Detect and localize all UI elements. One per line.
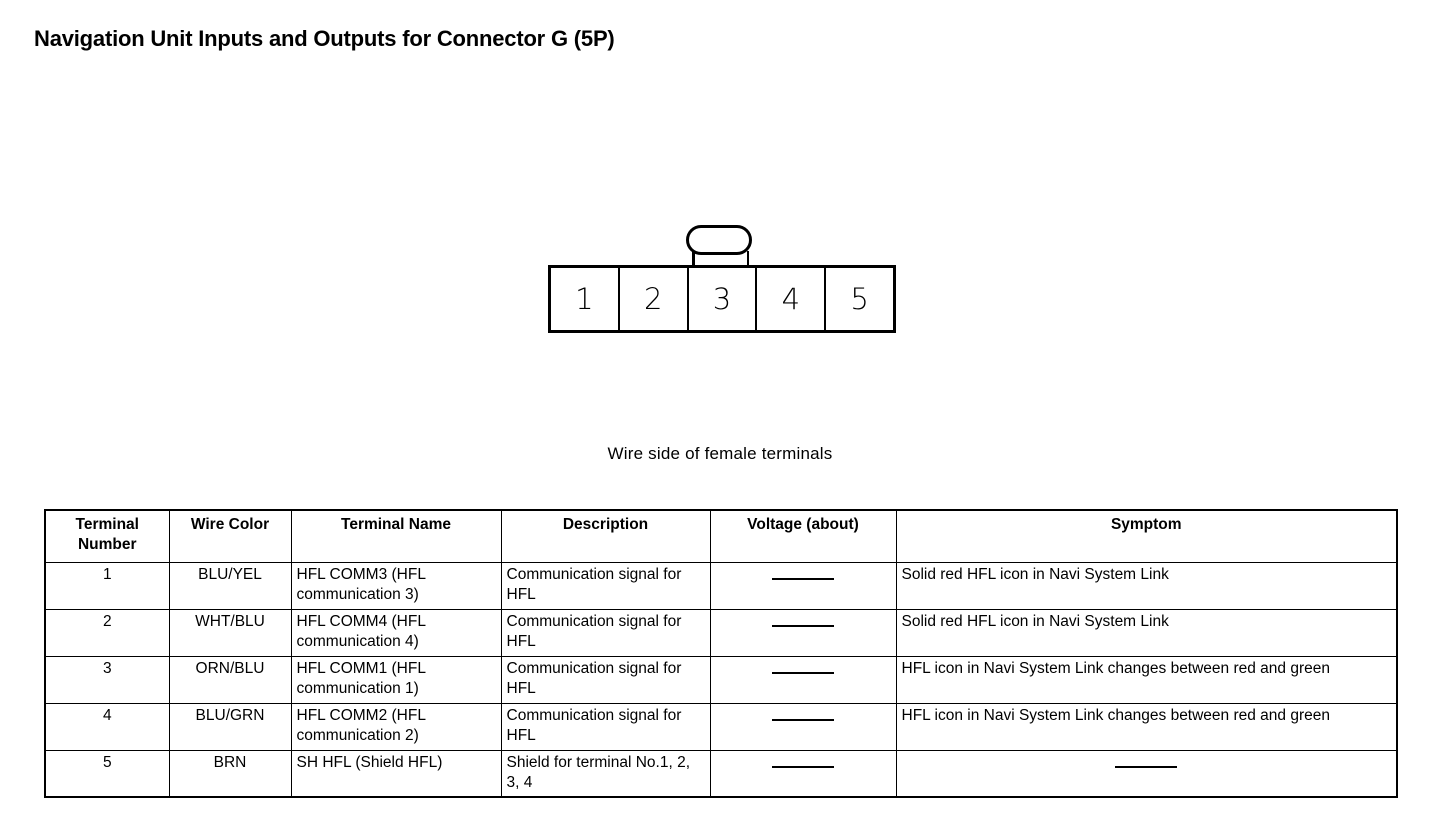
cell-description: Shield for terminal No.1, 2, 3, 4 [500, 749, 711, 798]
cell-voltage [709, 561, 897, 610]
connector-terminal-2: 2 [620, 268, 689, 330]
dash-icon [772, 577, 834, 580]
cell-description: Communication signal for HFL [500, 702, 711, 751]
cell-symptom: Solid red HFL icon in Navi System Link [895, 561, 1398, 610]
connector-body: 1 2 3 4 5 [548, 265, 896, 333]
connector-terminal-3: 3 [689, 268, 758, 330]
column-header-symptom: Symptom [895, 509, 1398, 563]
column-header-description: Description [500, 509, 711, 563]
pinout-table: Terminal Number Wire Color Terminal Name… [44, 509, 1398, 798]
cell-wire-color: WHT/BLU [168, 608, 292, 657]
cell-description: Communication signal for HFL [500, 655, 711, 704]
table-row: 3 ORN/BLU HFL COMM1 (HFL communication 1… [44, 655, 1398, 704]
cell-terminal-number: 4 [44, 702, 170, 751]
cell-voltage [709, 702, 897, 751]
header-line-2: Number [77, 536, 137, 554]
cell-terminal-name: HFL COMM2 (HFL communication 2) [290, 702, 502, 751]
cell-terminal-number: 1 [44, 561, 170, 610]
latch-stem-right-icon [746, 251, 749, 269]
column-header-wire-color: Wire Color [168, 509, 292, 563]
connector-terminal-5: 5 [850, 281, 869, 316]
connector-latch-tab-icon [686, 225, 752, 255]
cell-voltage [709, 608, 897, 657]
cell-terminal-number: 3 [44, 655, 170, 704]
page-title: Navigation Unit Inputs and Outputs for C… [34, 26, 615, 51]
column-header-terminal-name: Terminal Name [290, 509, 502, 563]
latch-stem-left-icon [692, 251, 695, 269]
column-header-voltage: Voltage (about) [709, 509, 897, 563]
cell-terminal-name: HFL COMM3 (HFL communication 3) [290, 561, 502, 610]
connector-diagram: 1 2 3 4 5 [546, 225, 898, 337]
cell-terminal-name: SH HFL (Shield HFL) [290, 749, 502, 798]
cell-description: Communication signal for HFL [500, 608, 711, 657]
header-line-1: Terminal [75, 516, 139, 533]
dash-icon [772, 671, 834, 674]
cell-voltage [709, 749, 897, 798]
figure-caption: Wire side of female terminals [607, 444, 833, 463]
table-row: 5 BRN SH HFL (Shield HFL) Shield for ter… [44, 749, 1398, 798]
cell-wire-color: BLU/GRN [168, 702, 292, 751]
cell-symptom [895, 749, 1398, 798]
cell-symptom: HFL icon in Navi System Link changes bet… [895, 655, 1398, 704]
cell-terminal-number: 5 [44, 749, 170, 798]
table-row: 1 BLU/YEL HFL COMM3 (HFL communication 3… [44, 561, 1398, 610]
column-header-terminal-number: Terminal Number [44, 509, 170, 563]
cell-wire-color: BRN [168, 749, 292, 798]
cell-wire-color: ORN/BLU [168, 655, 292, 704]
table-row: 4 BLU/GRN HFL COMM2 (HFL communication 2… [44, 702, 1398, 751]
cell-terminal-number: 2 [44, 608, 170, 657]
cell-voltage [709, 655, 897, 704]
cell-symptom: Solid red HFL icon in Navi System Link [895, 608, 1398, 657]
connector-terminal-4: 4 [757, 268, 827, 330]
dash-icon [772, 765, 834, 768]
cell-terminal-name: HFL COMM1 (HFL communication 1) [290, 655, 502, 704]
cell-wire-color: BLU/YEL [168, 561, 292, 610]
connector-terminal-1: 1 [551, 268, 620, 330]
dash-icon [772, 624, 834, 627]
dash-icon [1115, 765, 1178, 768]
cell-terminal-name: HFL COMM4 (HFL communication 4) [290, 608, 502, 657]
cell-description: Communication signal for HFL [500, 561, 711, 610]
table-row: 2 WHT/BLU HFL COMM4 (HFL communication 4… [44, 608, 1398, 657]
cell-symptom: HFL icon in Navi System Link changes bet… [895, 702, 1398, 751]
dash-icon [772, 718, 834, 721]
table-header-row: Terminal Number Wire Color Terminal Name… [44, 509, 1398, 563]
